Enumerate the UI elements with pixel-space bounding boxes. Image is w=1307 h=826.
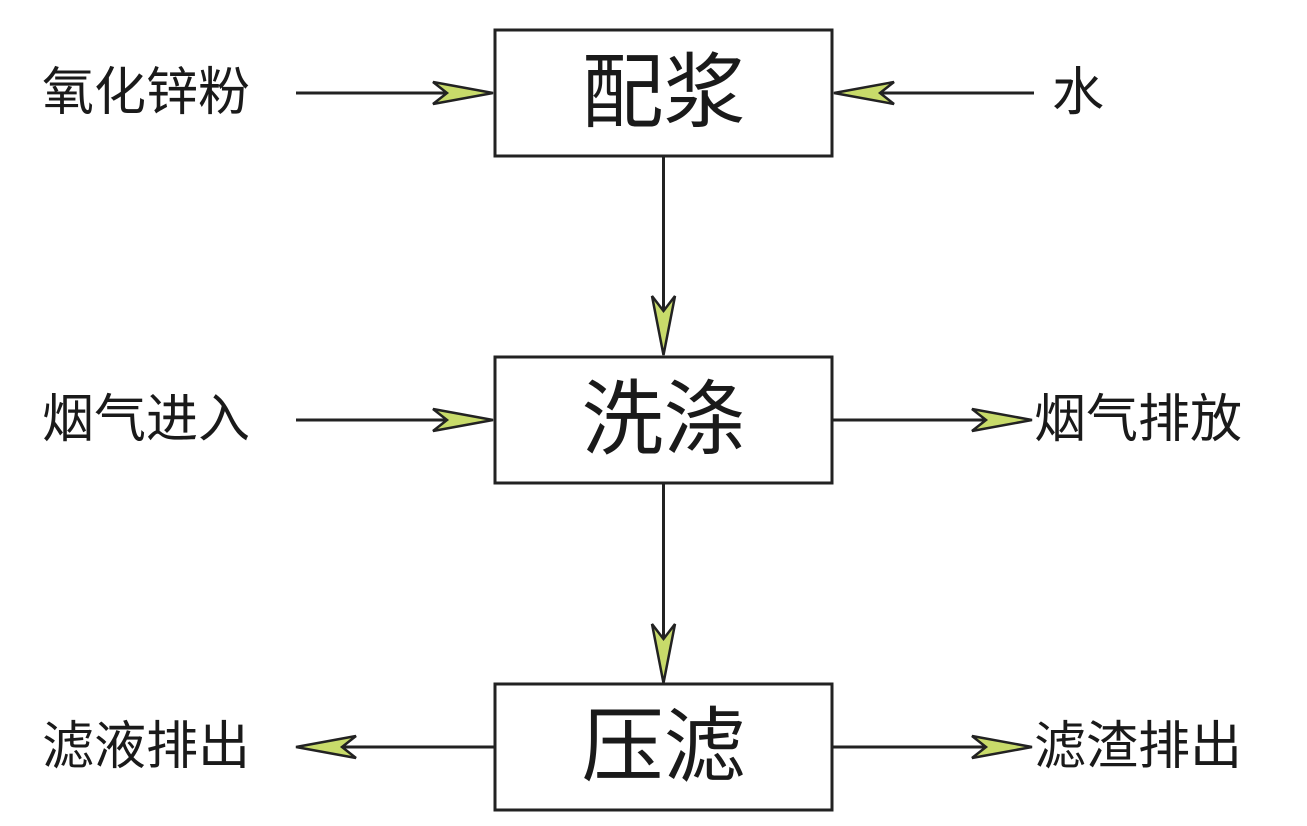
step-filter-press-label: 压滤: [581, 700, 745, 795]
arrowhead-icon: [650, 623, 677, 684]
arrow-filter-press-to-filtrate: [295, 734, 495, 760]
step-slurry: 配浆: [493, 28, 834, 158]
arrow-zinc-oxide-to-slurry: [296, 80, 494, 106]
arrowhead-icon: [650, 295, 677, 356]
input-water-label: 水: [1052, 63, 1104, 123]
input-flue-gas-label: 烟气进入: [42, 390, 250, 450]
arrow-filter-press-to-residue: [832, 734, 1033, 760]
step-slurry-box: [493, 28, 834, 158]
arrowhead-icon: [833, 80, 895, 106]
step-washing: 洗涤: [493, 355, 834, 485]
step-washing-box: [493, 355, 834, 485]
arrow-flue-gas-to-washing: [296, 407, 494, 433]
arrowhead-icon: [971, 407, 1033, 433]
step-slurry-label: 配浆: [581, 46, 745, 141]
arrow-washing-to-filter-press: [650, 483, 677, 684]
arrowhead-icon: [432, 80, 494, 106]
output-flue-gas-label: 烟气排放: [1034, 390, 1242, 450]
output-residue-label: 滤渣排出: [1034, 717, 1242, 777]
step-filter-press: 压滤: [493, 682, 834, 812]
arrowhead-icon: [295, 734, 357, 760]
step-filter-press-box: [493, 682, 834, 812]
arrow-slurry-to-washing: [650, 156, 677, 356]
arrowhead-icon: [971, 734, 1033, 760]
arrow-water-to-slurry: [833, 80, 1034, 106]
step-washing-label: 洗涤: [581, 373, 745, 468]
input-zinc-oxide-powder-label: 氧化锌粉: [42, 63, 250, 123]
arrowhead-icon: [432, 407, 494, 433]
arrow-washing-to-flue-gas-out: [832, 407, 1033, 433]
output-filtrate-label: 滤液排出: [42, 717, 250, 777]
